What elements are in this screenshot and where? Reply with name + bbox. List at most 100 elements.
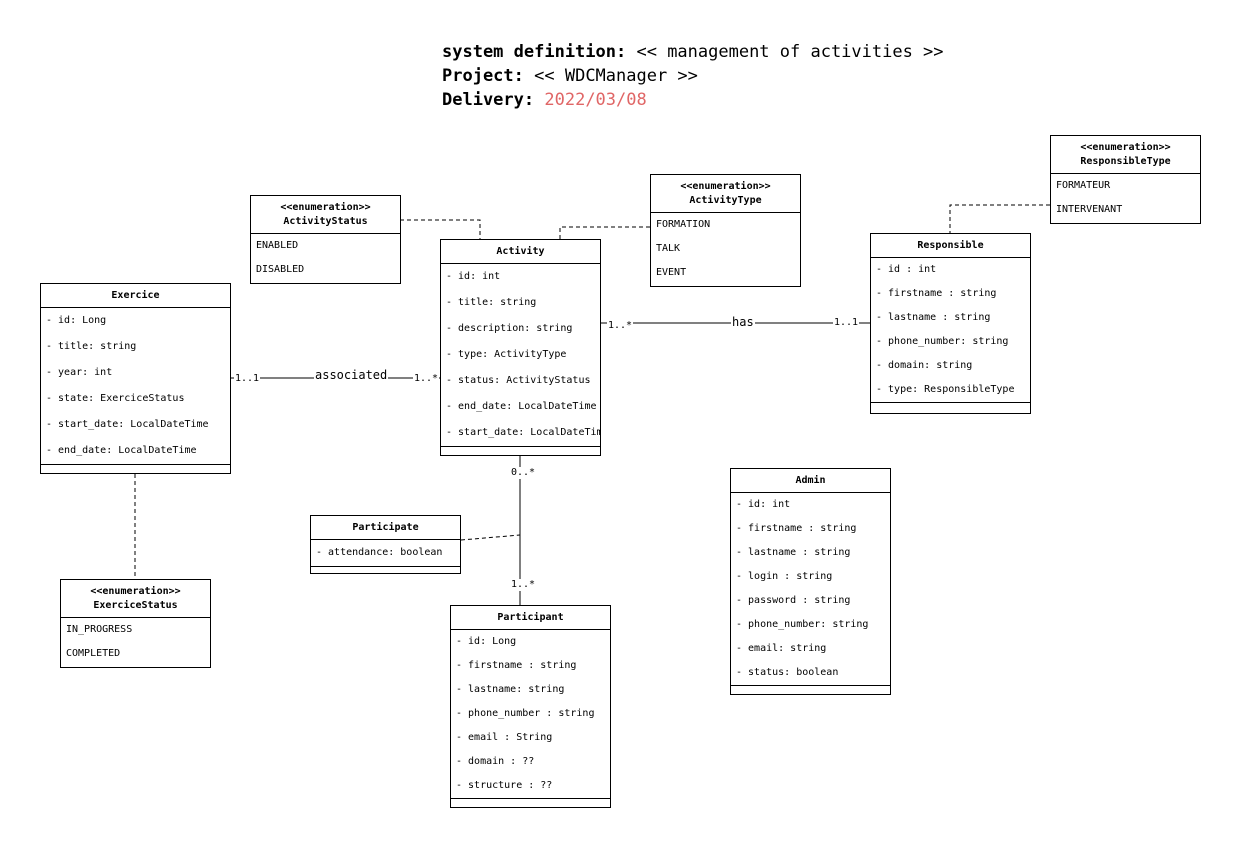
class-attribute: - status: boolean xyxy=(736,667,839,678)
multiplicity-exercice: 1..1 xyxy=(234,373,261,385)
exercice-class[interactable]: Exercice - id: Long - title: string - ye… xyxy=(40,283,231,474)
class-attribute: - phone_number : string xyxy=(456,708,595,719)
participate-class[interactable]: Participate - attendance: boolean xyxy=(310,515,461,574)
activitytype-enum[interactable]: <<enumeration>> ActivityType FORMATION T… xyxy=(650,174,801,287)
enum-value: DISABLED xyxy=(256,264,305,275)
class-attribute: - year: int xyxy=(46,367,113,378)
class-name: ResponsibleType xyxy=(1080,156,1171,167)
multiplicity-activity-exercice: 1..* xyxy=(413,373,440,385)
multiplicity-responsible: 1..1 xyxy=(833,317,860,329)
responsible-header: Responsible xyxy=(871,234,1030,258)
class-attribute: - title: string xyxy=(46,341,137,352)
class-attribute: - id: int xyxy=(736,499,791,510)
class-attribute: - phone_number: string xyxy=(876,336,1009,347)
activity-header: Activity xyxy=(441,240,600,264)
class-attribute: - start_date: LocalDateTime xyxy=(46,419,209,430)
project-key: Project: xyxy=(442,66,524,86)
class-attribute: - type: ResponsibleType xyxy=(876,384,1015,395)
class-attribute: - phone_number: string xyxy=(736,619,869,630)
class-attribute: - attendance: boolean xyxy=(316,547,443,558)
class-attribute: - lastname : string xyxy=(876,312,991,323)
class-attribute: - description: string xyxy=(446,323,573,334)
stereotype-label: <<enumeration>> xyxy=(90,586,181,597)
methods-section xyxy=(731,685,890,690)
class-name: ActivityType xyxy=(689,195,762,206)
exercicestatus-enum[interactable]: <<enumeration>> ExerciceStatus IN_PROGRE… xyxy=(60,579,211,668)
class-attribute: - firstname : string xyxy=(456,660,577,671)
admin-header: Admin xyxy=(731,469,890,493)
enum-value: IN_PROGRESS xyxy=(66,624,133,635)
diagram-header: system definition: << management of acti… xyxy=(442,40,944,112)
responsibletype-header: <<enumeration>> ResponsibleType xyxy=(1051,136,1200,174)
project-value: << WDCManager >> xyxy=(534,66,698,86)
activitystatus-enum[interactable]: <<enumeration>> ActivityStatus ENABLED D… xyxy=(250,195,401,284)
class-attribute: - email: string xyxy=(736,643,827,654)
class-attribute: - title: string xyxy=(446,297,537,308)
class-attribute: - firstname : string xyxy=(876,288,997,299)
class-attribute: - domain : ?? xyxy=(456,756,535,767)
enum-value: TALK xyxy=(656,243,681,254)
delivery-line: Delivery: 2022/03/08 xyxy=(442,88,944,112)
participate-class-link xyxy=(460,534,521,541)
class-attribute: - id: Long xyxy=(46,315,107,326)
activitystatus-link xyxy=(400,219,481,239)
class-attribute: - status: ActivityStatus xyxy=(446,375,591,386)
participant-class[interactable]: Participant - id: Long - firstname : str… xyxy=(450,605,611,808)
enum-value: COMPLETED xyxy=(66,648,121,659)
exercice-header: Exercice xyxy=(41,284,230,308)
class-attribute: - email : String xyxy=(456,732,553,743)
methods-section xyxy=(441,446,600,451)
class-attribute: - start_date: LocalDateTime xyxy=(446,427,600,438)
class-attribute: - id : int xyxy=(876,264,937,275)
responsibletype-enum[interactable]: <<enumeration>> ResponsibleType FORMATEU… xyxy=(1050,135,1201,224)
class-attribute: - lastname: string xyxy=(456,684,565,695)
association-label-associated: associated xyxy=(314,368,389,382)
class-attribute: - firstname : string xyxy=(736,523,857,534)
multiplicity-activity-participant: 0..* xyxy=(510,467,537,479)
enum-value: INTERVENANT xyxy=(1056,204,1123,215)
methods-section xyxy=(871,402,1030,407)
stereotype-label: <<enumeration>> xyxy=(280,202,371,213)
class-attribute: - state: ExerciceStatus xyxy=(46,393,185,404)
participate-header: Participate xyxy=(311,516,460,540)
methods-section xyxy=(41,464,230,469)
activitytype-header: <<enumeration>> ActivityType xyxy=(651,175,800,213)
project-line: Project: << WDCManager >> xyxy=(442,64,944,88)
class-attribute: - id: int xyxy=(446,271,501,282)
methods-section xyxy=(451,798,610,803)
class-name: ActivityStatus xyxy=(283,216,368,227)
class-attribute: - login : string xyxy=(736,571,833,582)
enum-value: EVENT xyxy=(656,267,687,278)
stereotype-label: <<enumeration>> xyxy=(1080,142,1171,153)
exercicestatus-header: <<enumeration>> ExerciceStatus xyxy=(61,580,210,618)
methods-section xyxy=(311,566,460,571)
responsibletype-link xyxy=(949,204,1050,233)
multiplicity-activity-responsible: 1..* xyxy=(607,320,634,332)
delivery-date: 2022/03/08 xyxy=(544,90,647,110)
participant-header: Participant xyxy=(451,606,610,630)
admin-class[interactable]: Admin - id: int - firstname : string - l… xyxy=(730,468,891,695)
activitytype-link xyxy=(559,226,650,239)
system-definition-value: << management of activities >> xyxy=(636,42,944,62)
class-attribute: - lastname : string xyxy=(736,547,851,558)
class-attribute: - password : string xyxy=(736,595,851,606)
class-attribute: - structure : ?? xyxy=(456,780,553,791)
enum-value: FORMATEUR xyxy=(1056,180,1111,191)
class-attribute: - domain: string xyxy=(876,360,973,371)
class-attribute: - end_date: LocalDateTime xyxy=(46,445,197,456)
stereotype-label: <<enumeration>> xyxy=(680,181,771,192)
responsible-class[interactable]: Responsible - id : int - firstname : str… xyxy=(870,233,1031,414)
activity-class[interactable]: Activity - id: int - title: string - des… xyxy=(440,239,601,456)
delivery-key: Delivery: xyxy=(442,90,535,110)
activitystatus-header: <<enumeration>> ActivityStatus xyxy=(251,196,400,234)
system-definition-line: system definition: << management of acti… xyxy=(442,40,944,64)
association-label-has: has xyxy=(731,315,755,329)
class-attribute: - type: ActivityType xyxy=(446,349,567,360)
class-attribute: - end_date: LocalDateTime xyxy=(446,401,597,412)
system-definition-key: system definition: xyxy=(442,42,627,62)
class-attribute: - id: Long xyxy=(456,636,517,647)
enum-value: FORMATION xyxy=(656,219,711,230)
multiplicity-participant: 1..* xyxy=(510,579,537,591)
enum-value: ENABLED xyxy=(256,240,299,251)
class-name: ExerciceStatus xyxy=(93,600,178,611)
